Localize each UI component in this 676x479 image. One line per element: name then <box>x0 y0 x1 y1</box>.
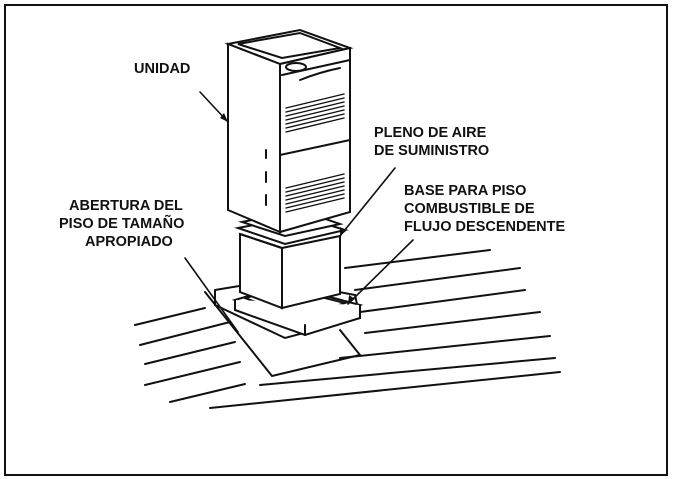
floor-lines-right <box>209 249 561 409</box>
floor-lines-left <box>134 307 246 403</box>
lower-grille <box>285 173 345 213</box>
label-supply-plenum-line2: DE SUMINISTRO <box>374 143 490 159</box>
label-floor-opening-line3: APROPIADO <box>85 234 173 250</box>
label-supply-plenum-line1: PLENO DE AIRE <box>374 125 487 141</box>
label-floor-opening-line1: ABERTURA DEL <box>69 198 183 214</box>
label-floor-base-line3: FLUJO DESCENDENTE <box>404 219 566 235</box>
upper-grille <box>285 93 345 133</box>
label-floor-opening-line2: PISO DE TAMAÑO <box>59 216 185 232</box>
furnace-unit <box>224 28 354 234</box>
label-unit: UNIDAD <box>134 61 191 77</box>
leader-arrowheads <box>220 113 355 304</box>
label-floor-base-line2: COMBUSTIBLE DE <box>404 201 535 217</box>
label-floor-base-line1: BASE PARA PISO <box>404 183 527 199</box>
